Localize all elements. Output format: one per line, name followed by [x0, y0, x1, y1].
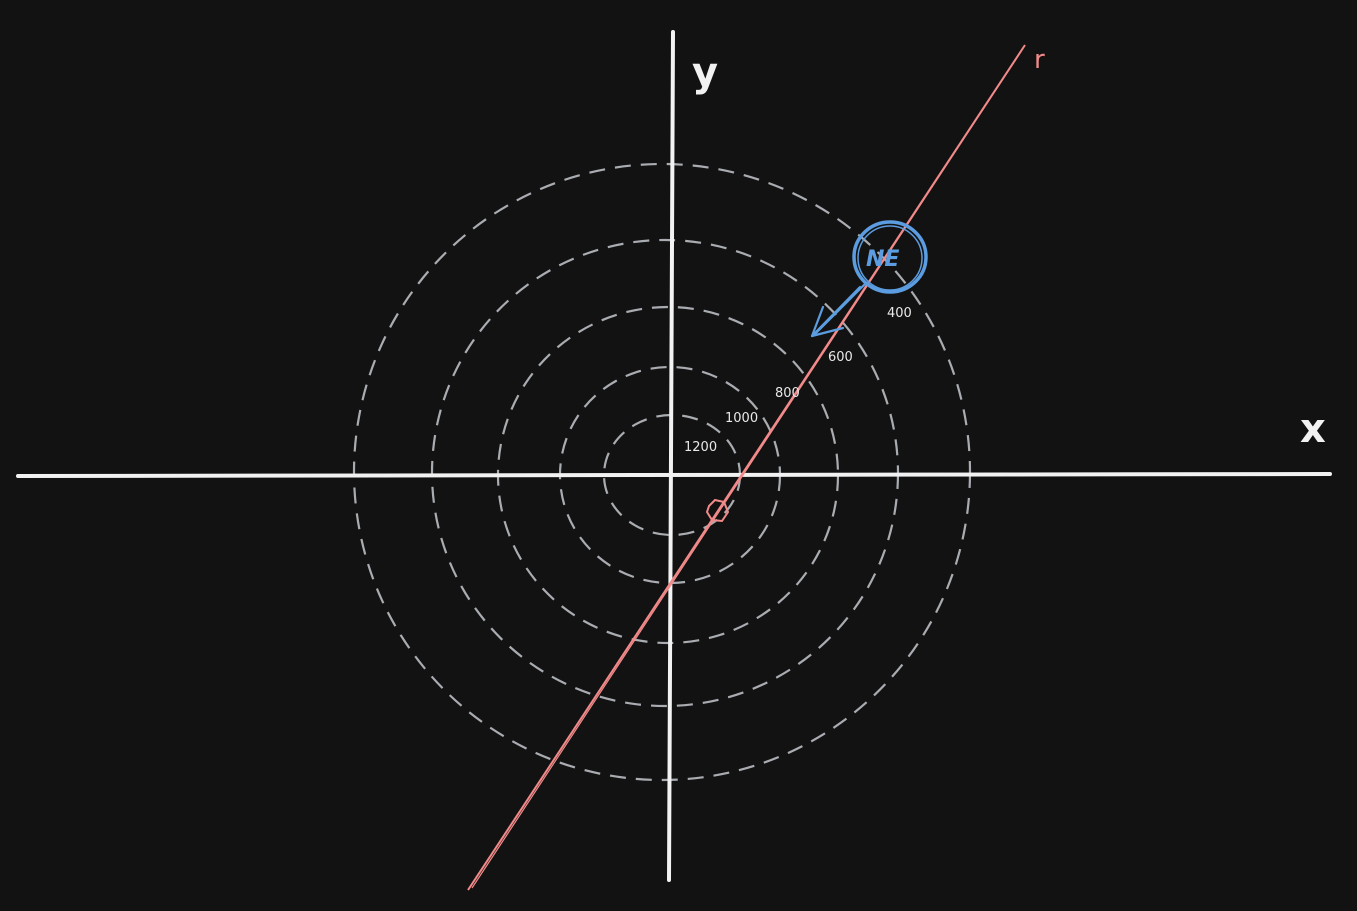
- x-axis: [16, 472, 1332, 478]
- contour-ring-5: [352, 162, 972, 782]
- ne-badge-circle-inner: [857, 225, 923, 291]
- ne-badge-circle: [852, 220, 928, 294]
- intersection-marker: [705, 498, 730, 523]
- ne-badge: NE: [852, 220, 928, 294]
- line-label: r: [1034, 45, 1045, 75]
- contour-label-600: 600: [828, 350, 853, 365]
- contour-label-800: 800: [775, 386, 800, 401]
- x-axis-label: x: [1300, 406, 1326, 452]
- contour-label-400: 400: [887, 306, 912, 321]
- gradient-line-stroke-2: [471, 49, 1023, 889]
- ne-badge-label: NE: [866, 247, 899, 272]
- ne-arrow-icon: [810, 281, 868, 338]
- contour-label-1000: 1000: [725, 411, 758, 426]
- contour-label-1200: 1200: [684, 440, 717, 455]
- y-axis-label: y: [692, 50, 718, 96]
- gradient-line: [467, 44, 1026, 891]
- y-axis: [667, 30, 675, 882]
